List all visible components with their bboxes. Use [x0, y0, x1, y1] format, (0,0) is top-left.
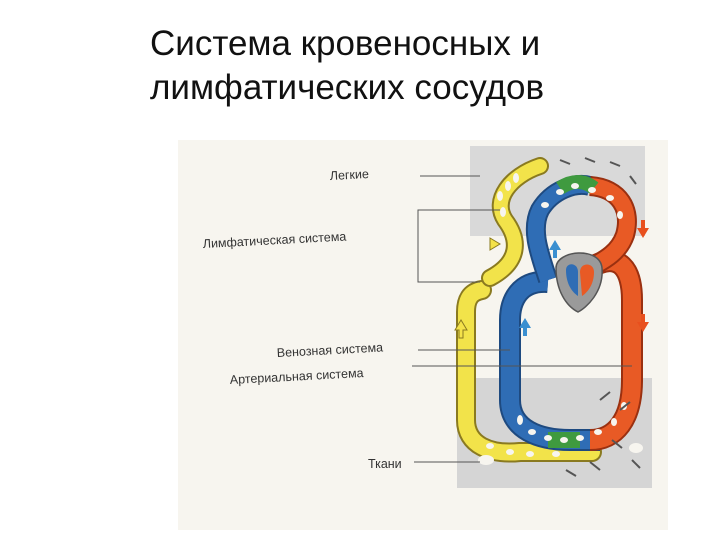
lung-capillary-bed: [556, 175, 599, 195]
tissue-capillary-holes: [486, 402, 627, 457]
lung-capillary-holes: [497, 173, 623, 219]
pulmonary-vein: [585, 178, 635, 275]
tissue-diffusion-arrows: [565, 391, 641, 477]
yellow-up-arrow: [454, 319, 468, 339]
red-down-arrow-lungs: [637, 220, 649, 238]
lymph-vessel-lower: [458, 282, 600, 461]
label-tissues: Ткани: [368, 457, 402, 471]
tissue-cell-right: [629, 443, 643, 453]
slide-title: Система кровеносных и лимфатических сосу…: [150, 22, 650, 110]
label-venous-system: Венозная система: [276, 340, 383, 360]
lung-diffusion-arrows: [559, 157, 637, 185]
leader-lines: [412, 175, 632, 463]
yellow-right-arrow: [489, 237, 501, 251]
heart-left-chamber: [580, 264, 594, 296]
tissue-cell-left: [478, 455, 494, 465]
title-line-2: лимфатических сосудов: [150, 68, 545, 107]
blue-up-arrow-body: [519, 318, 531, 336]
label-lungs: Легкие: [329, 167, 369, 183]
red-down-arrow-body: [637, 314, 649, 332]
heart-right-chamber: [566, 264, 578, 296]
blue-up-arrow-lungs: [549, 240, 561, 258]
title-line-1: Система кровеносных и: [150, 24, 541, 63]
